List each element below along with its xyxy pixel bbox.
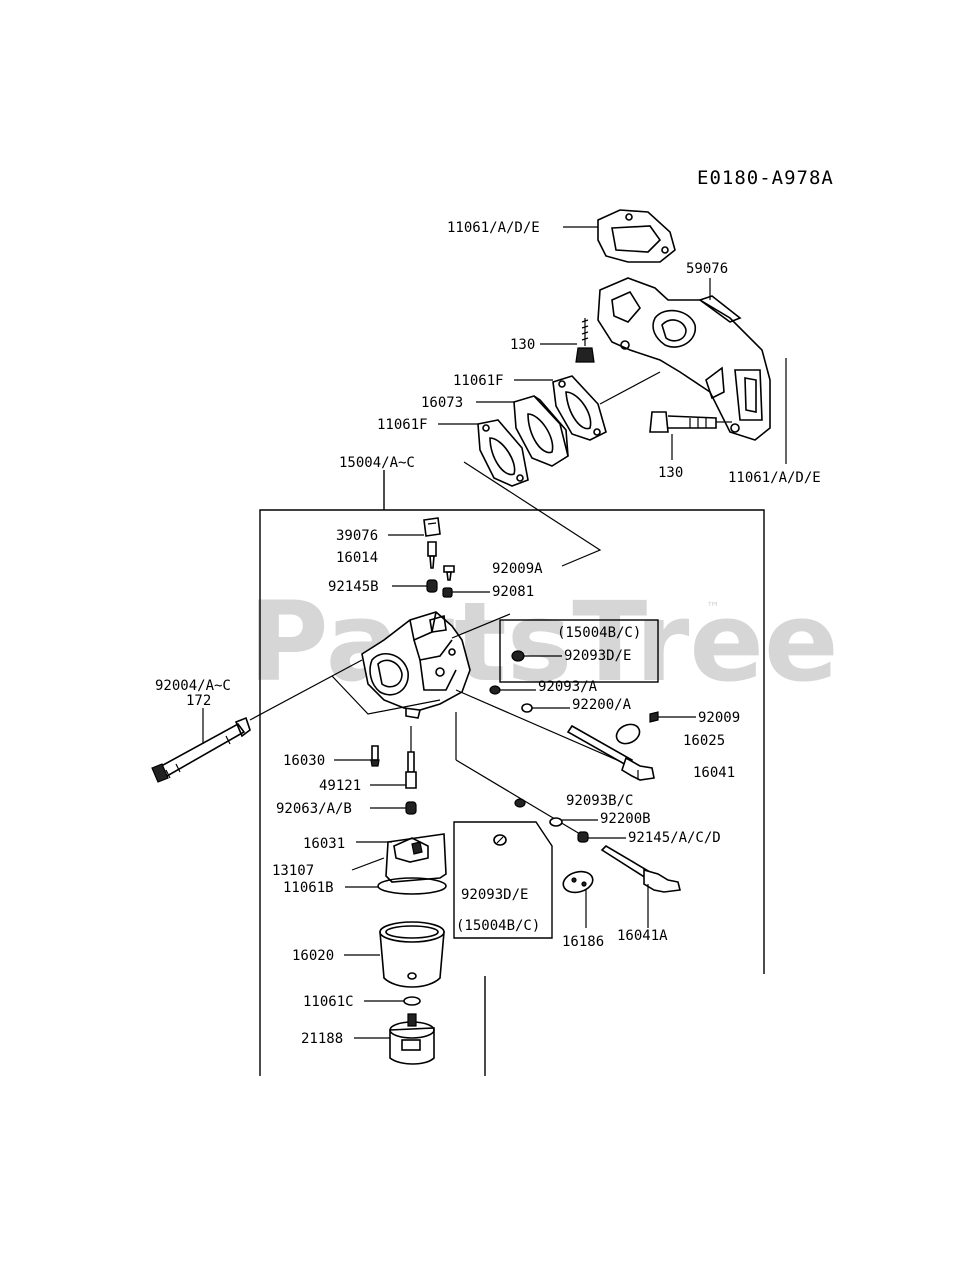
box2-title: (15004B/C)	[456, 918, 540, 934]
label-washer-a: 92200/A	[572, 697, 632, 713]
stud-part	[151, 716, 251, 783]
label-nozzle: 49121	[319, 778, 361, 794]
label-main-jet: 92063/A/B	[276, 801, 352, 817]
float-part	[385, 833, 447, 883]
throttle-shaft-part	[566, 724, 655, 781]
bolt-short-part	[575, 318, 595, 363]
screw-part	[649, 711, 659, 723]
spring-acd-part	[577, 831, 589, 843]
label-carb-assy: 15004/A~C	[339, 455, 415, 471]
watermark: PartsTree	[248, 578, 839, 706]
axis-throttle	[455, 689, 641, 771]
label-screw: 92009	[698, 710, 740, 726]
link-stud-carb	[249, 659, 363, 721]
box-variant-2: 92093D/E (15004B/C)	[453, 821, 553, 939]
seal-a-part	[489, 685, 501, 695]
washer-a-part	[521, 703, 533, 713]
label-manifold: 59076	[686, 261, 728, 277]
plug-part	[442, 587, 453, 598]
gasket-c-part	[403, 996, 421, 1006]
solenoid-part	[389, 1013, 435, 1065]
gasket-f1-part	[552, 375, 607, 441]
gasket-top-part	[597, 209, 676, 263]
bolt-long-part	[649, 411, 717, 433]
carburetor-body-part	[361, 611, 471, 719]
link-manifold	[599, 371, 661, 405]
label-throttle-shaft: 16041	[693, 765, 735, 781]
diagram-code: E0180-A978A	[697, 167, 834, 189]
nozzle-part	[405, 751, 417, 789]
label-choke-shaft: 16041A	[617, 928, 668, 944]
pilot-jet-part	[427, 541, 437, 569]
label-bowl-gasket: 11061B	[283, 880, 334, 896]
bowl-part	[379, 921, 445, 988]
label-plug: 92081	[492, 584, 534, 600]
label-bolt-long: 130	[658, 465, 683, 481]
label-float-pin: 13107	[272, 863, 314, 879]
label-seal-a: 92093/A	[538, 679, 598, 695]
link-box1	[451, 613, 511, 639]
label-spring-acd: 92145/A/C/D	[628, 830, 721, 846]
trademark: ™	[706, 600, 720, 616]
box2-part: 92093D/E	[461, 887, 528, 903]
label-gasket-right: 11061/A/D/E	[728, 470, 821, 486]
label-cap: 39076	[336, 528, 378, 544]
link-gasket-carb	[463, 461, 602, 567]
label-float: 16031	[303, 836, 345, 852]
manifold-part	[597, 277, 771, 441]
float-pin-part	[351, 857, 385, 871]
throttle-valve-part	[615, 723, 641, 745]
cap-part	[423, 517, 441, 537]
label-solenoid: 21188	[301, 1031, 343, 1047]
main-jet-part	[405, 801, 417, 815]
label-seal-bc: 92093B/C	[566, 793, 633, 809]
label-pilot-jet: 16014	[336, 550, 378, 566]
carb-frame	[259, 509, 765, 1076]
label-bowl: 16020	[292, 948, 334, 964]
label-jet-holder: 16030	[283, 753, 325, 769]
box1-title: (15004B/C)	[557, 625, 641, 641]
label-choke-valve: 16186	[562, 934, 604, 950]
label-throttle-valve: 16025	[683, 733, 725, 749]
label-bolt-short: 130	[510, 337, 535, 353]
label-stud-upper: 92004/A~C	[155, 678, 231, 694]
spring-b-part	[426, 579, 438, 593]
choke-valve-part	[562, 870, 594, 894]
label-washer-b: 92200B	[600, 811, 651, 827]
label-screw-a: 92009A	[492, 561, 543, 577]
seal-bc-part	[514, 798, 526, 808]
washer-b-part	[549, 817, 563, 827]
label-spring-b: 92145B	[328, 579, 379, 595]
label-gasket-f2: 11061F	[377, 417, 428, 433]
jet-holder-part	[370, 745, 380, 767]
label-stud-lower: 172	[186, 693, 211, 709]
label-gasket-c: 11061C	[303, 994, 354, 1010]
bowl-gasket-part	[377, 877, 447, 895]
label-gasket-f1: 11061F	[453, 373, 504, 389]
box-variant-1: (15004B/C) 92093D/E	[499, 619, 659, 683]
label-insulator: 16073	[421, 395, 463, 411]
box1-part: 92093D/E	[564, 648, 631, 664]
link-carb-stud	[331, 675, 441, 715]
choke-shaft-part	[600, 844, 681, 893]
label-gasket-top: 11061/A/D/E	[447, 220, 540, 236]
insulator-part	[513, 395, 569, 467]
gasket-f2-part	[477, 419, 529, 487]
screw-a-part	[443, 565, 455, 581]
